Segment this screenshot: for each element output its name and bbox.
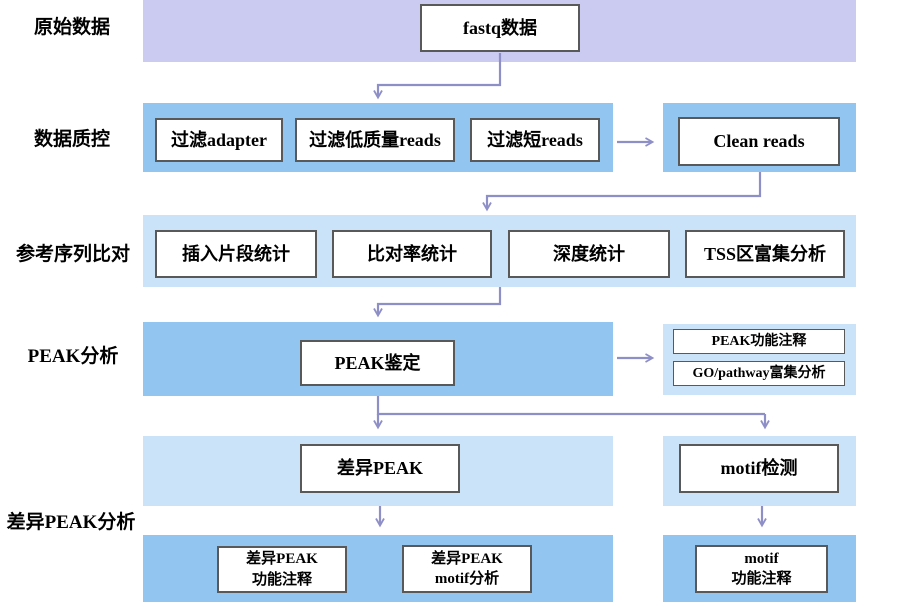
node-line: 功能注释 <box>731 571 792 587</box>
node-filter-short-reads: 过滤短reads <box>470 118 600 162</box>
node-motif-detect: motif检测 <box>679 444 839 493</box>
node-filter-adapter: 过滤adapter <box>155 118 283 162</box>
node-peak-calling: PEAK鉴定 <box>300 340 455 386</box>
node-tss-enrichment: TSS区富集分析 <box>685 230 845 278</box>
node-line: motif分析 <box>434 571 500 587</box>
node-filter-low-quality: 过滤低质量reads <box>295 118 455 162</box>
stage-label-raw-data: 原始数据 <box>33 17 110 38</box>
node-line: 功能注释 <box>251 571 312 588</box>
node-diff-peak-motif-analysis: 差异PEAK motif分析 <box>402 545 532 593</box>
node-line: 差异PEAK <box>246 551 318 568</box>
band-diff-peak-results <box>143 535 613 602</box>
stage-label-qc: 数据质控 <box>33 129 110 150</box>
stage-label-alignment: 参考序列比对 <box>15 244 130 265</box>
stage-label-diff-peak: 差异PEAK分析 <box>6 512 136 533</box>
connector-peak-branch <box>376 396 765 416</box>
node-depth-stats: 深度统计 <box>508 230 670 278</box>
node-clean-reads: Clean reads <box>678 117 840 166</box>
arrow-clean-to-alignment <box>482 172 762 212</box>
node-line: motif <box>744 550 779 567</box>
node-peak-annotation: PEAK功能注释 <box>673 329 845 354</box>
node-insert-stats: 插入片段统计 <box>155 230 317 278</box>
node-go-pathway-enrichment: GO/pathway富集分析 <box>673 361 845 386</box>
node-diff-peak-annotation: 差异PEAK 功能注释 <box>217 546 347 593</box>
arrow-alignment-to-peak <box>373 287 502 318</box>
node-fastq-data: fastq数据 <box>420 4 580 52</box>
node-map-rate-stats: 比对率统计 <box>332 230 492 278</box>
node-line: 差异PEAK <box>431 550 503 567</box>
node-motif-annotation: motif 功能注释 <box>695 545 828 593</box>
stage-label-peak: PEAK分析 <box>27 346 119 367</box>
node-diff-peak: 差异PEAK <box>300 444 460 493</box>
